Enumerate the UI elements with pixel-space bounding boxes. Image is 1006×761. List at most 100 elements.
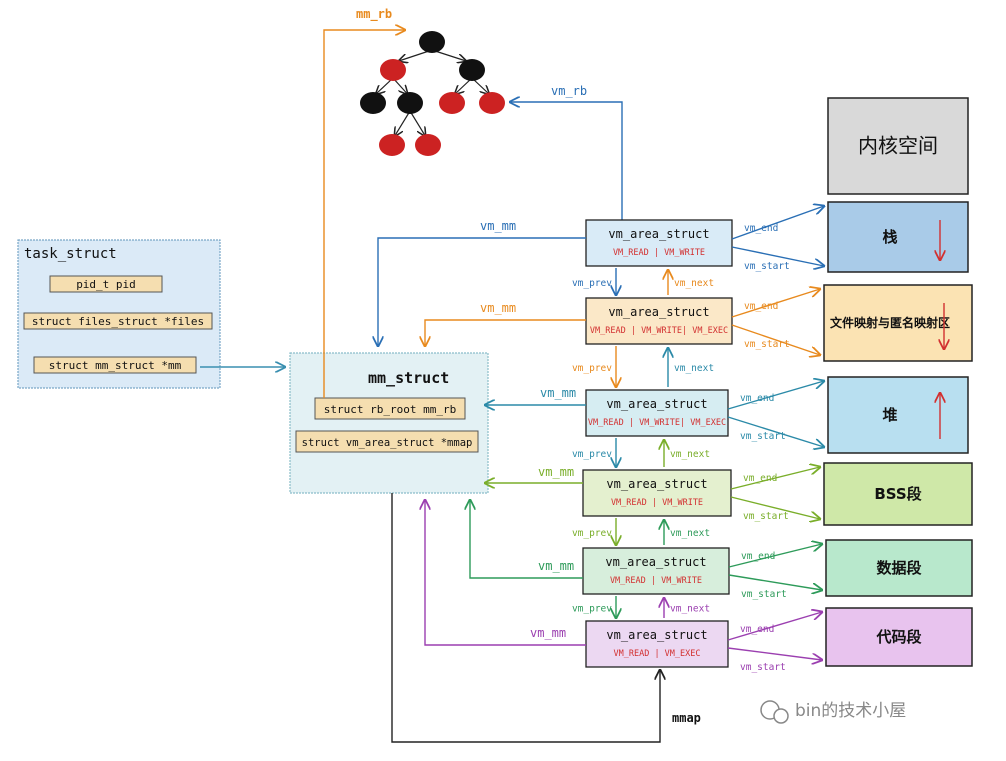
wechat-icon-bubble [773,708,789,724]
vm-end-label: vm_end [744,301,778,312]
vm-rb-label: vm_rb [551,84,587,98]
watermark: bin的技术小屋 [760,700,906,724]
tree-node-black [360,92,386,114]
vm-next-label: vm_next [674,363,714,374]
vm-mm-label: vm_mm [540,386,576,400]
vma-title: vm_area_struct [606,477,707,491]
vm-rb-arrow [510,102,623,220]
segment-box [827,97,969,195]
vm-start-arrow [731,324,820,355]
segment-box [825,539,973,597]
vma-box [582,469,732,517]
vm-mm-arrow [470,500,583,579]
tree-edge [409,110,425,136]
vm-mm-label: vm_mm [538,465,574,479]
segment-label: 栈 [882,228,897,246]
vm-prev-label: vm_prev [572,528,612,539]
tree-node-red [380,59,406,81]
mmap-field-text: struct vm_area_struct *mmap [302,437,473,449]
tree-node-black [459,59,485,81]
mm-rb-field-text: struct rb_root mm_rb [324,403,456,416]
vm-prev-label: vm_prev [572,363,612,374]
vma-title: vm_area_struct [608,227,709,241]
vm-mm-arrow [425,319,586,346]
segment-label: 堆 [882,406,897,424]
mm-struct-title: mm_struct [368,369,449,387]
segment-label: 文件映射与匿名映射区 [830,315,950,330]
task-struct-field [33,356,197,374]
vm-start-label: vm_start [741,589,787,600]
watermark-text: bin的技术小屋 [795,701,906,721]
vm-prev-label: vm_prev [572,604,612,615]
tree-node-black [419,31,445,53]
vm-end-label: vm_end [740,393,774,404]
mm-struct-box [289,352,489,494]
vm-mm-label: vm_mm [480,219,516,233]
vm-start-arrow [727,647,822,660]
vma-flags: VM_READ | VM_WRITE [611,498,703,508]
vma-title: vm_area_struct [606,397,707,411]
vm-mm-label: vm_mm [480,301,516,315]
vm-start-label: vm_start [744,339,790,350]
vm-prev-label: vm_prev [572,449,612,460]
vm-next-label: vm_next [670,604,710,615]
vm-mm-label: vm_mm [530,626,566,640]
vma-flags: VM_READ | VM_WRITE [610,576,702,586]
vma-box [585,389,729,437]
vma-title: vm_area_struct [606,628,707,642]
vm-end-arrow [727,612,822,641]
segment-box [827,201,969,273]
vm-end-arrow [731,206,824,240]
vm-end-label: vm_end [741,551,775,562]
vm-mm-arrow [425,500,586,646]
vm-mm-arrow [378,237,586,346]
vma-box [585,620,729,668]
vm-start-label: vm_start [743,511,789,522]
vm-end-arrow [730,467,820,490]
task-struct-field-text: struct mm_struct *mm [49,359,182,372]
task-struct-field [49,275,163,293]
segment-label: BSS段 [874,485,921,503]
mmap-arrow [391,493,660,743]
task-struct-field [23,312,213,330]
segment-label: 数据段 [876,559,921,577]
tree-node-black [397,92,423,114]
segment-box [823,462,973,526]
vm-start-label: vm_start [744,261,790,272]
mm-rb-label: mm_rb [356,7,392,22]
vm-start-label: vm_start [740,431,786,442]
vm-start-arrow [731,246,824,266]
vma-flags: VM_READ | VM_WRITE| VM_EXEC [588,418,726,428]
vma-flags: VM_READ | VM_WRITE| VM_EXEC [590,326,728,336]
vm-end-label: vm_end [743,473,777,484]
mmap-label: mmap [672,711,701,725]
tree-node-red [415,134,441,156]
vm-start-label: vm_start [740,662,786,673]
segment-label: 代码段 [875,628,921,646]
vm-start-arrow [728,574,822,590]
vma-flags: VM_READ | VM_WRITE [613,248,705,258]
vm-end-arrow [728,544,822,568]
tree-edge [395,110,411,136]
vma-box [585,297,733,345]
vma-flags: VM_READ | VM_EXEC [614,649,701,659]
vm-end-arrow [727,381,824,410]
vma-box [585,219,733,267]
vma-title: vm_area_struct [608,305,709,319]
vm-next-label: vm_next [670,528,710,539]
segment-label: 内核空间 [858,134,938,158]
vm-prev-label: vm_prev [572,278,612,289]
mm-rb-arrow [323,30,405,398]
vm-start-arrow [727,416,824,447]
tree-node-red [479,92,505,114]
tree-node-red [379,134,405,156]
mmap-field [295,430,479,453]
vm-end-arrow [731,289,820,318]
task-struct-field-text: struct files_struct *files [32,315,204,328]
vma-box [582,547,730,595]
task-struct-title: task_struct [24,246,117,262]
vm-mm-label: vm_mm [538,559,574,573]
vm-next-label: vm_next [674,278,714,289]
tree-node-red [439,92,465,114]
